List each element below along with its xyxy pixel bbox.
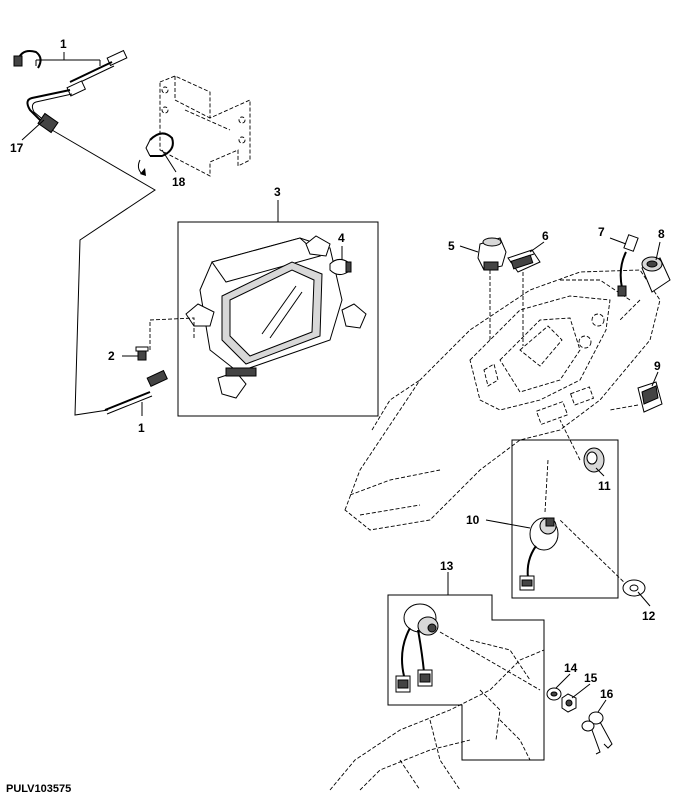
callout-5: 5 <box>448 239 455 253</box>
rocker-switch <box>637 381 663 413</box>
callout-1-top: 1 <box>60 37 67 51</box>
switch-7 <box>617 234 639 297</box>
callout-8: 8 <box>658 227 665 241</box>
key-switch-detail-box <box>387 594 545 761</box>
figure-code: PULV103575 <box>6 783 71 795</box>
ignition-switch <box>519 517 559 591</box>
cable-clip <box>13 50 42 69</box>
keys <box>581 711 613 755</box>
ignition-detail-box <box>511 439 619 599</box>
callout-12: 12 <box>642 609 656 623</box>
knob <box>583 447 605 473</box>
lower-panel <box>329 631 545 791</box>
callout-13: 13 <box>440 559 454 573</box>
callout-17: 17 <box>10 141 24 155</box>
dash-panel <box>344 269 661 591</box>
key-switch <box>395 603 439 693</box>
power-socket <box>641 256 671 293</box>
switch-6 <box>507 249 541 273</box>
callout-11: 11 <box>598 479 611 493</box>
washer <box>622 579 646 597</box>
callout-4: 4 <box>338 231 345 245</box>
spring-grommet <box>37 112 59 134</box>
callout-7: 7 <box>598 225 605 239</box>
speedometer-cable <box>26 49 168 416</box>
washer-14 <box>546 687 562 701</box>
switch-5 <box>477 237 507 271</box>
callout-14: 14 <box>564 661 578 675</box>
screw <box>135 346 149 361</box>
nut <box>561 693 577 713</box>
callout-1-bottom: 1 <box>138 421 145 435</box>
leader-lines <box>21 52 661 713</box>
instrument-cluster <box>185 235 367 399</box>
callout-10: 10 <box>466 513 480 527</box>
callout-16: 16 <box>600 687 614 701</box>
clamp <box>137 132 174 176</box>
callout-9: 9 <box>654 359 661 373</box>
callout-6: 6 <box>542 229 549 243</box>
callout-3: 3 <box>274 185 281 199</box>
mounting-bracket <box>159 75 251 177</box>
lamp-bulb <box>329 258 352 276</box>
callout-15: 15 <box>584 671 598 685</box>
callout-2: 2 <box>108 349 115 363</box>
callout-18: 18 <box>172 175 186 189</box>
